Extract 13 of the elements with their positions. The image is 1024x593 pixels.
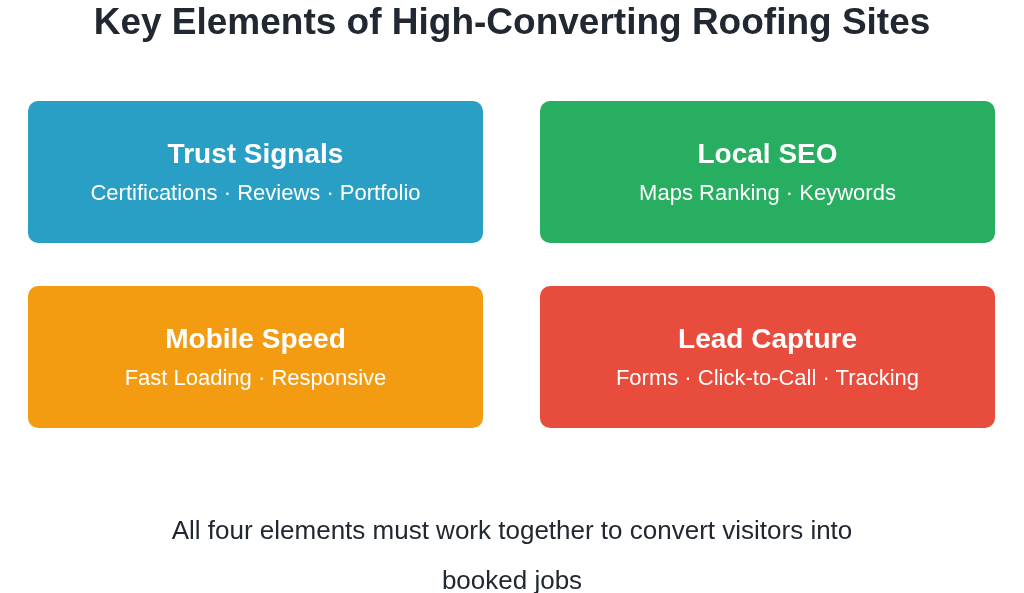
category-card [28,286,483,428]
card-heading: Mobile Speed [165,322,346,356]
card-subtitle: Maps Ranking · Keywords [639,179,896,207]
diagram-title: Key Elements of High-Converting Roofing Sites [92,0,932,44]
category-card [28,101,483,243]
category-card [540,286,995,428]
card-heading: Local SEO [697,137,838,171]
category-card [540,101,995,243]
card-heading: Trust Signals [167,137,344,171]
card-heading: Lead Capture [678,322,857,356]
card-subtitle: Certifications · Reviews · Portfolio [90,179,421,207]
card-subtitle: Fast Loading · Responsive [124,364,387,392]
card-subtitle: Forms · Click-to-Call · Tracking [615,364,920,392]
